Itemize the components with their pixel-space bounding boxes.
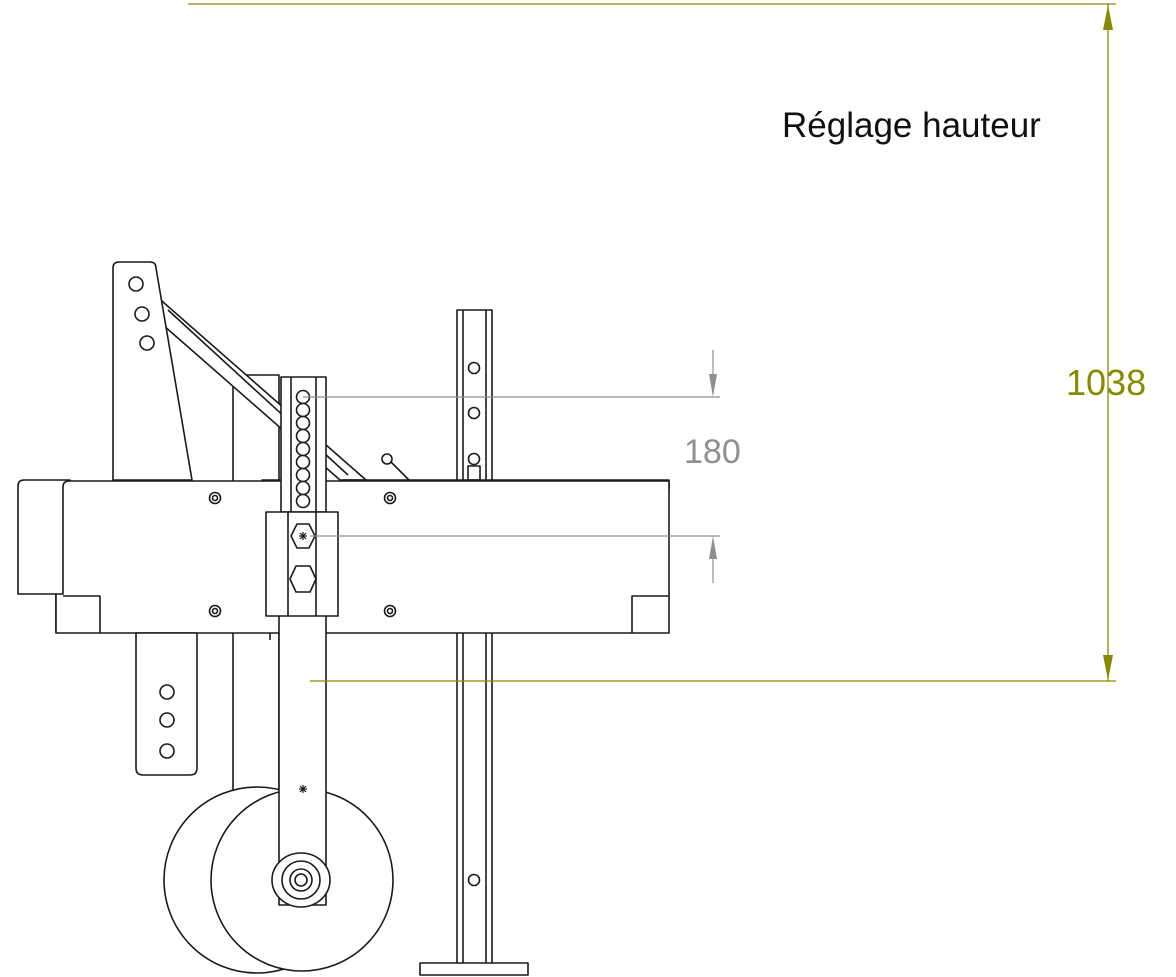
frame-bolt [383, 604, 397, 618]
frame-right-notch [631, 595, 669, 633]
dimension-adjust-label: 180 [684, 433, 741, 471]
adjustment-hole [295, 467, 311, 483]
lower-bracket-hole [159, 684, 175, 700]
frame-body [55, 480, 670, 634]
adjustment-hole [295, 493, 311, 509]
adjustment-hole [295, 428, 311, 444]
dimension-180 [303, 350, 720, 583]
upper-bracket-hole [134, 306, 150, 322]
rail-hole [467, 406, 481, 420]
adjustment-hole [295, 402, 311, 418]
lower-bracket-hole [159, 743, 175, 759]
rail-hole [467, 452, 481, 466]
dimension-1038 [188, 3, 1116, 682]
dimension-total-label: 1038 [1066, 362, 1147, 403]
adjustment-hole [295, 441, 311, 457]
wheel-axle [294, 873, 308, 887]
rail-hole [467, 361, 481, 375]
upper-bracket-hole [139, 335, 155, 351]
frame-bolt [208, 491, 222, 505]
clamp-bolt-hex [289, 565, 317, 593]
adjustment-hole [295, 415, 311, 431]
frame-inner-outline [63, 595, 101, 633]
rail-hole [467, 873, 481, 887]
adjustment-hole [295, 454, 311, 470]
lower-bracket-hole [159, 712, 175, 728]
frame-bolt [208, 604, 222, 618]
left-upper-bracket [112, 261, 193, 481]
angled-pin-tip [381, 453, 393, 465]
rail-stud [467, 465, 481, 481]
leg-pivot-mark [299, 785, 307, 793]
rail-foot-plate [419, 962, 529, 976]
upper-bracket-hole [128, 276, 144, 292]
frame-bolt [383, 491, 397, 505]
clamp-bolt-center [299, 532, 307, 540]
lower-bracket [135, 632, 198, 776]
adjustment-hole [295, 480, 311, 496]
drawing-title: Réglage hauteur [782, 106, 1041, 145]
